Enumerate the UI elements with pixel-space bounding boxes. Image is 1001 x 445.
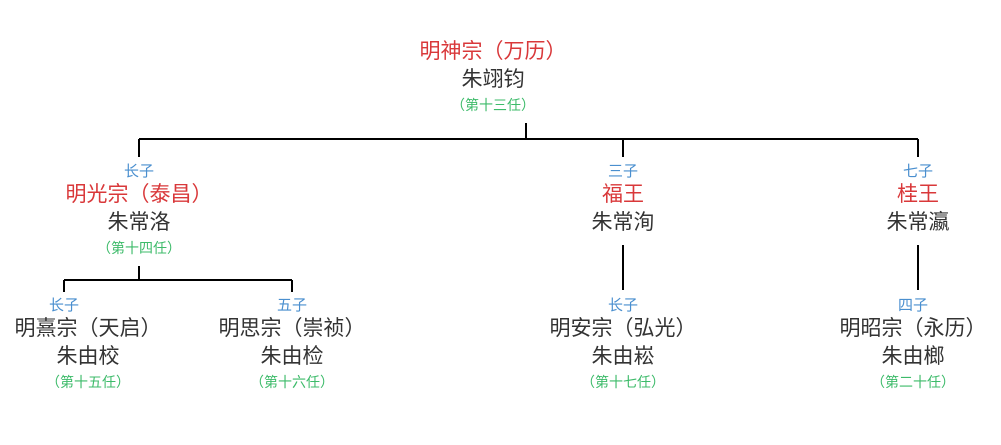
grandson-node-1: 长子 明熹宗（天启） 朱由校 （第十五任） — [15, 296, 162, 393]
gs3-name: 朱由崧 — [591, 344, 655, 368]
gs4-name: 朱由榔 — [881, 344, 945, 368]
son2-name: 朱常洵 — [591, 210, 655, 234]
son-node-2: 三子 福王 朱常洵 — [592, 162, 655, 236]
gs2-title: 明思宗（崇祯） — [218, 316, 366, 340]
son2-relation: 三子 — [607, 162, 638, 180]
gs2-reign: （第十六任） — [250, 375, 334, 391]
son2-title: 福王 — [602, 182, 644, 206]
root-node: 明神宗（万历） 朱翊钧 （第十三任） — [420, 37, 567, 116]
gs4-relation: 四子 — [897, 296, 928, 314]
gs1-reign: （第十五任） — [46, 375, 130, 391]
gs2-name: 朱由检 — [260, 344, 324, 368]
gs3-reign: （第十七任） — [581, 375, 665, 391]
root-reign: （第十三任） — [451, 98, 535, 114]
son3-relation: 七子 — [902, 162, 933, 180]
grandson-node-4: 四子 明昭宗（永历） 朱由榔 （第二十任） — [840, 296, 987, 393]
son-node-3: 七子 桂王 朱常瀛 — [887, 162, 950, 236]
root-title: 明神宗（万历） — [419, 39, 567, 63]
son3-name: 朱常瀛 — [886, 210, 950, 234]
gs4-reign: （第二十任） — [871, 375, 955, 391]
son-node-1: 长子 明光宗（泰昌） 朱常洛 （第十四任） — [66, 162, 213, 259]
son3-title: 桂王 — [897, 182, 939, 206]
grandson-node-3: 长子 明安宗（弘光） 朱由崧 （第十七任） — [550, 296, 697, 393]
son1-reign: （第十四任） — [97, 241, 181, 257]
son1-name: 朱常洛 — [107, 210, 171, 234]
grandson-node-2: 五子 明思宗（崇祯） 朱由检 （第十六任） — [219, 296, 366, 393]
gs4-title: 明昭宗（永历） — [839, 316, 987, 340]
gs3-relation: 长子 — [607, 296, 638, 314]
gs3-title: 明安宗（弘光） — [549, 316, 697, 340]
root-name: 朱翊钧 — [461, 67, 525, 91]
gs1-title: 明熹宗（天启） — [14, 316, 162, 340]
son1-title: 明光宗（泰昌） — [65, 182, 213, 206]
gs2-relation: 五子 — [276, 296, 307, 314]
gs1-name: 朱由校 — [56, 344, 120, 368]
gs1-relation: 长子 — [48, 296, 79, 314]
son1-relation: 长子 — [123, 162, 154, 180]
